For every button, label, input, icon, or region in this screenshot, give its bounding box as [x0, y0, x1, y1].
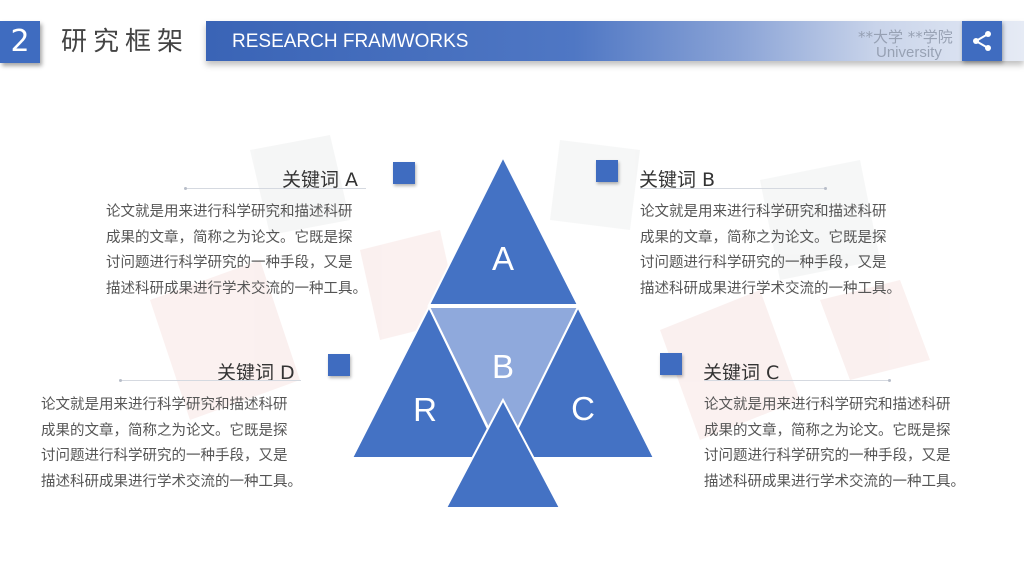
keyword-b-divider: [640, 188, 826, 189]
triangle-label-b: B: [491, 348, 514, 385]
keyword-b-dot: [824, 187, 827, 190]
keyword-d-marker: [328, 354, 350, 376]
keyword-c-body: 论文就是用来进行科学研究和描述科研 成果的文章，简称之为论文。它既是探 讨问题进…: [704, 397, 965, 490]
section-number-badge: 2: [0, 21, 40, 63]
keyword-c-title: 关键词 C: [703, 362, 780, 384]
keyword-b-marker: [596, 160, 618, 182]
keyword-a-dot: [184, 187, 187, 190]
page-title: 研究框架: [61, 27, 190, 57]
page-subtitle: RESEARCH FRAMWORKS: [232, 31, 469, 52]
keyword-c-divider: [704, 380, 890, 381]
keyword-a-marker: [393, 162, 415, 184]
keyword-d-divider: [121, 380, 301, 381]
keyword-d-title: 关键词 D: [217, 362, 295, 384]
triangle-label-a: A: [491, 240, 514, 277]
triangle-bottom: [444, 397, 562, 509]
keyword-a-title: 关键词 A: [282, 169, 359, 191]
keyword-c-dot: [888, 379, 891, 382]
keyword-d-dot: [119, 379, 122, 382]
university-name-cn: **大学 **学院: [858, 28, 953, 46]
share-icon: [973, 31, 991, 51]
triangle-a: [427, 154, 580, 306]
triangle-label-r: R: [413, 391, 437, 428]
keyword-a-divider: [186, 188, 366, 189]
keyword-b-body: 论文就是用来进行科学研究和描述科研 成果的文章，简称之为论文。它既是探 讨问题进…: [640, 204, 901, 297]
keyword-d-body: 论文就是用来进行科学研究和描述科研 成果的文章，简称之为论文。它既是探 讨问题进…: [41, 397, 302, 490]
triangle-label-c: C: [571, 390, 595, 427]
keyword-a-body: 论文就是用来进行科学研究和描述科研 成果的文章，简称之为论文。它既是探 讨问题进…: [106, 204, 367, 297]
share-button[interactable]: [962, 21, 1002, 61]
keyword-c-marker: [660, 353, 682, 375]
university-name-en: University: [876, 44, 942, 61]
triangle-b: [427, 306, 580, 461]
keyword-b-title: 关键词 B: [639, 169, 716, 191]
header-banner: [206, 21, 1024, 61]
